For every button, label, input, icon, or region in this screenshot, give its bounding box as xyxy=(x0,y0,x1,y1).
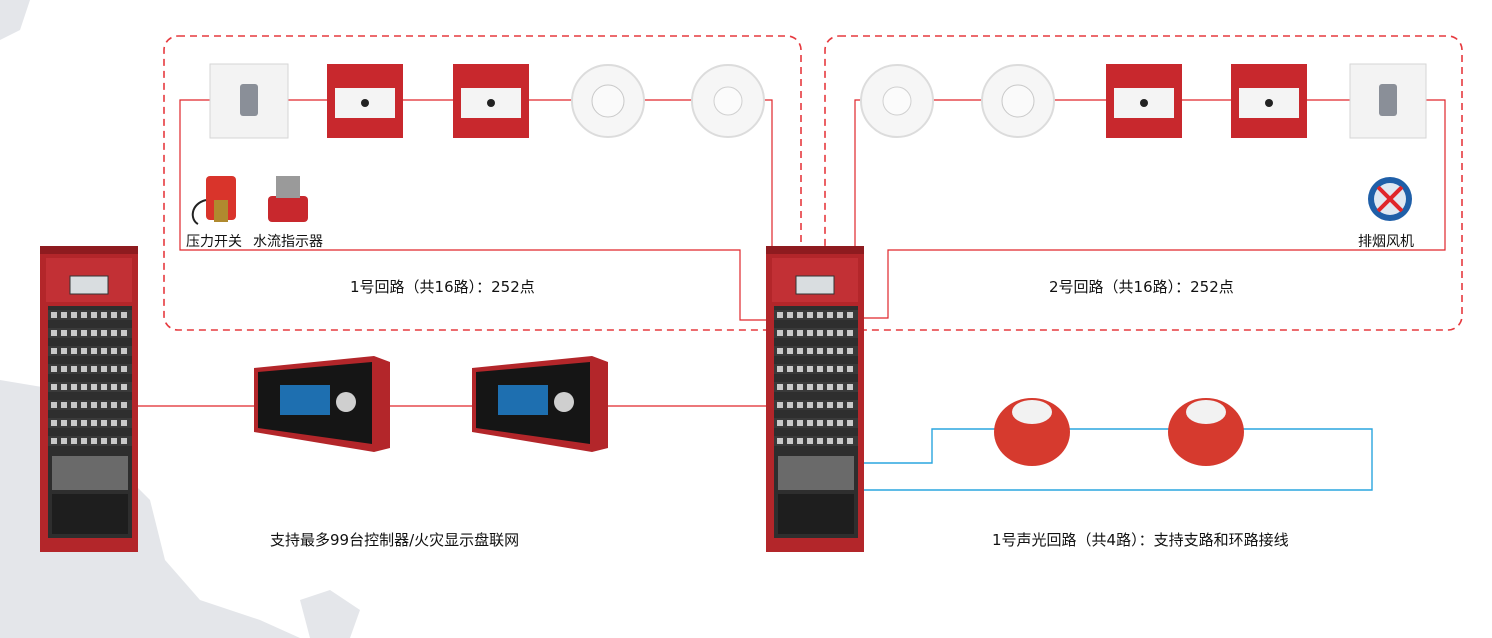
loop2-wiring xyxy=(854,99,1446,319)
loop1-wiring xyxy=(179,99,775,321)
smoke-exhaust-fan-label: 排烟风机 xyxy=(1358,234,1414,250)
fire-display-panel-1 xyxy=(254,356,390,452)
input-module-2 xyxy=(1349,63,1427,139)
fire-display-panel-2 xyxy=(472,356,608,452)
sound-light-wiring xyxy=(864,428,1373,491)
network-label: 支持最多99台控制器/火灾显示盘联网 xyxy=(270,531,520,549)
water-flow-indicator-label: 水流指示器 xyxy=(253,234,323,250)
sounder-strobe-1 xyxy=(994,398,1070,466)
water-flow-indicator-device xyxy=(268,176,308,222)
loop2-box xyxy=(824,35,1463,331)
input-module-1 xyxy=(209,63,289,139)
pressure-switch-label: 压力开关 xyxy=(186,234,242,250)
left-controller-cabinet xyxy=(40,246,138,552)
loop1-label: 1号回路（共16路）：252点 xyxy=(350,278,535,296)
loop1-box xyxy=(163,35,802,331)
sound-light-label: 1号声光回路（共4路）：支持支路和环路接线 xyxy=(992,531,1289,549)
smoke-exhaust-fan-device xyxy=(1368,177,1412,221)
center-controller-cabinet xyxy=(766,246,864,552)
manual-call-point-3 xyxy=(1106,64,1182,138)
sounder-strobe-2 xyxy=(1168,398,1244,466)
pressure-switch-device xyxy=(191,176,236,225)
heat-detector-2 xyxy=(981,64,1055,138)
manual-call-point-4 xyxy=(1231,64,1307,138)
smoke-detector-1 xyxy=(691,64,765,138)
manual-call-point-1 xyxy=(327,64,403,138)
heat-detector-1 xyxy=(571,64,645,138)
smoke-detector-2 xyxy=(860,64,934,138)
manual-call-point-2 xyxy=(453,64,529,138)
loop2-label: 2号回路（共16路）：252点 xyxy=(1049,278,1234,296)
